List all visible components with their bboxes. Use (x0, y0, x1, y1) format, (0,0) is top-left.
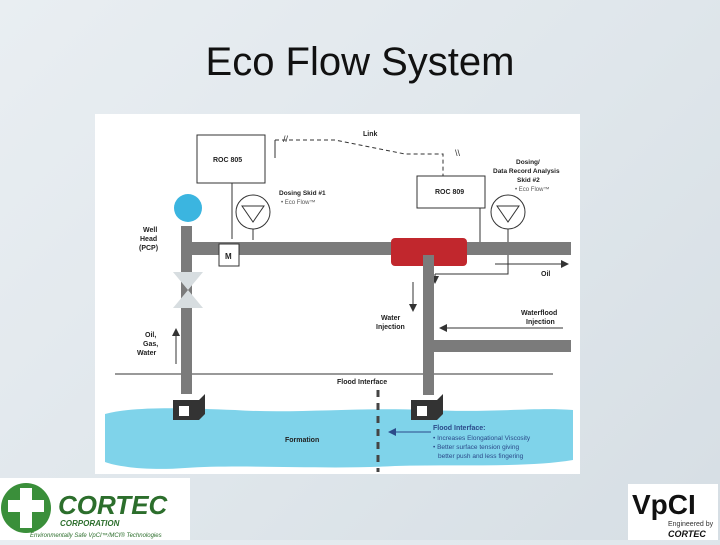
diagram-panel: // \\ Link ROC 805 ROC 809 Dosing Skid #… (95, 114, 580, 474)
callout-line3: better push and less fingering (438, 453, 524, 460)
eco-flow-1-label: • Eco Flow™ (281, 199, 315, 206)
motor-label: M (225, 252, 232, 261)
link-break-right: \\ (455, 148, 461, 158)
main-pipe (183, 242, 571, 255)
vpci-logo: VpCI Engineered by CORTEC (628, 484, 718, 540)
pump-2-triangle (496, 205, 520, 223)
valve-upper (173, 272, 203, 308)
vpci-logo-graphic: VpCI Engineered by CORTEC (632, 489, 714, 539)
roc-809-box (416, 175, 486, 209)
red-separator-unit (391, 238, 467, 266)
well-head-line3: (PCP) (139, 245, 158, 252)
cortec-logo: CORTEC CORPORATION Environmentally Safe … (0, 478, 190, 540)
roc-809-label: ROC 809 (435, 189, 464, 196)
waterflood-line1: Waterflood (521, 310, 557, 317)
well-1-window (179, 406, 189, 416)
well-head-line2: Head (140, 236, 157, 243)
formation-area (105, 408, 573, 469)
oil-gas-water-line3: Water (137, 350, 156, 357)
oil-label: Oil (541, 271, 550, 278)
oil-gas-water-line2: Gas, (143, 341, 158, 348)
dosing-skid-2-line1: Dosing/ (516, 159, 540, 166)
waterflood-line2: Injection (526, 319, 555, 326)
slide-title: Eco Flow System (205, 40, 515, 84)
roc-805-box (196, 134, 266, 184)
link-break-left: // (283, 134, 289, 144)
oil-gas-water-line1: Oil, (145, 332, 156, 339)
engineered-line1: Engineered by (668, 521, 714, 528)
formation-label: Formation (285, 437, 319, 444)
cortec-tagline: Environmentally Safe VpCI™/MCI® Technolo… (30, 532, 162, 539)
well-2-window (417, 406, 427, 416)
dosing-skid-1-label: Dosing Skid #1 (279, 190, 326, 197)
eco-flow-2-label: • Eco Flow™ (515, 186, 549, 193)
water-injection-line1: Water (381, 315, 400, 322)
flood-interface-label: Flood Interface (337, 379, 387, 386)
well-head-line1: Well (143, 227, 157, 234)
water-injection-line2: Injection (376, 324, 405, 331)
roc-805-label: ROC 805 (213, 157, 242, 164)
cortec-name: CORTEC (58, 490, 169, 520)
pump-1-icon (235, 194, 271, 230)
link-label: Link (363, 131, 377, 138)
motor-box (218, 243, 240, 267)
cortec-sub: CORPORATION (60, 519, 120, 528)
eco-flow-diagram: // \\ Link ROC 805 ROC 809 Dosing Skid #… (105, 131, 573, 472)
callout-line2: • Better surface tension giving (433, 444, 519, 451)
well-pipe (181, 226, 192, 394)
pump-2-icon (490, 194, 526, 230)
callout-line1: • Increases Elongational Viscosity (433, 435, 531, 442)
well-head-ball (174, 194, 202, 222)
dosing-skid-2-line2: Data Record Analysis (493, 168, 560, 175)
link-line (275, 139, 444, 180)
waterflood-pipe (434, 340, 571, 352)
engineered-line2: CORTEC (668, 529, 706, 539)
vpci-wordmark: VpCI (632, 489, 696, 520)
callout-title: Flood Interface: (433, 425, 486, 432)
pump-1-triangle (241, 205, 265, 223)
cortec-logo-graphic: CORTEC CORPORATION Environmentally Safe … (1, 483, 169, 539)
dosing-skid-2-line3: Skid #2 (517, 177, 540, 184)
injection-pipe (423, 255, 434, 395)
